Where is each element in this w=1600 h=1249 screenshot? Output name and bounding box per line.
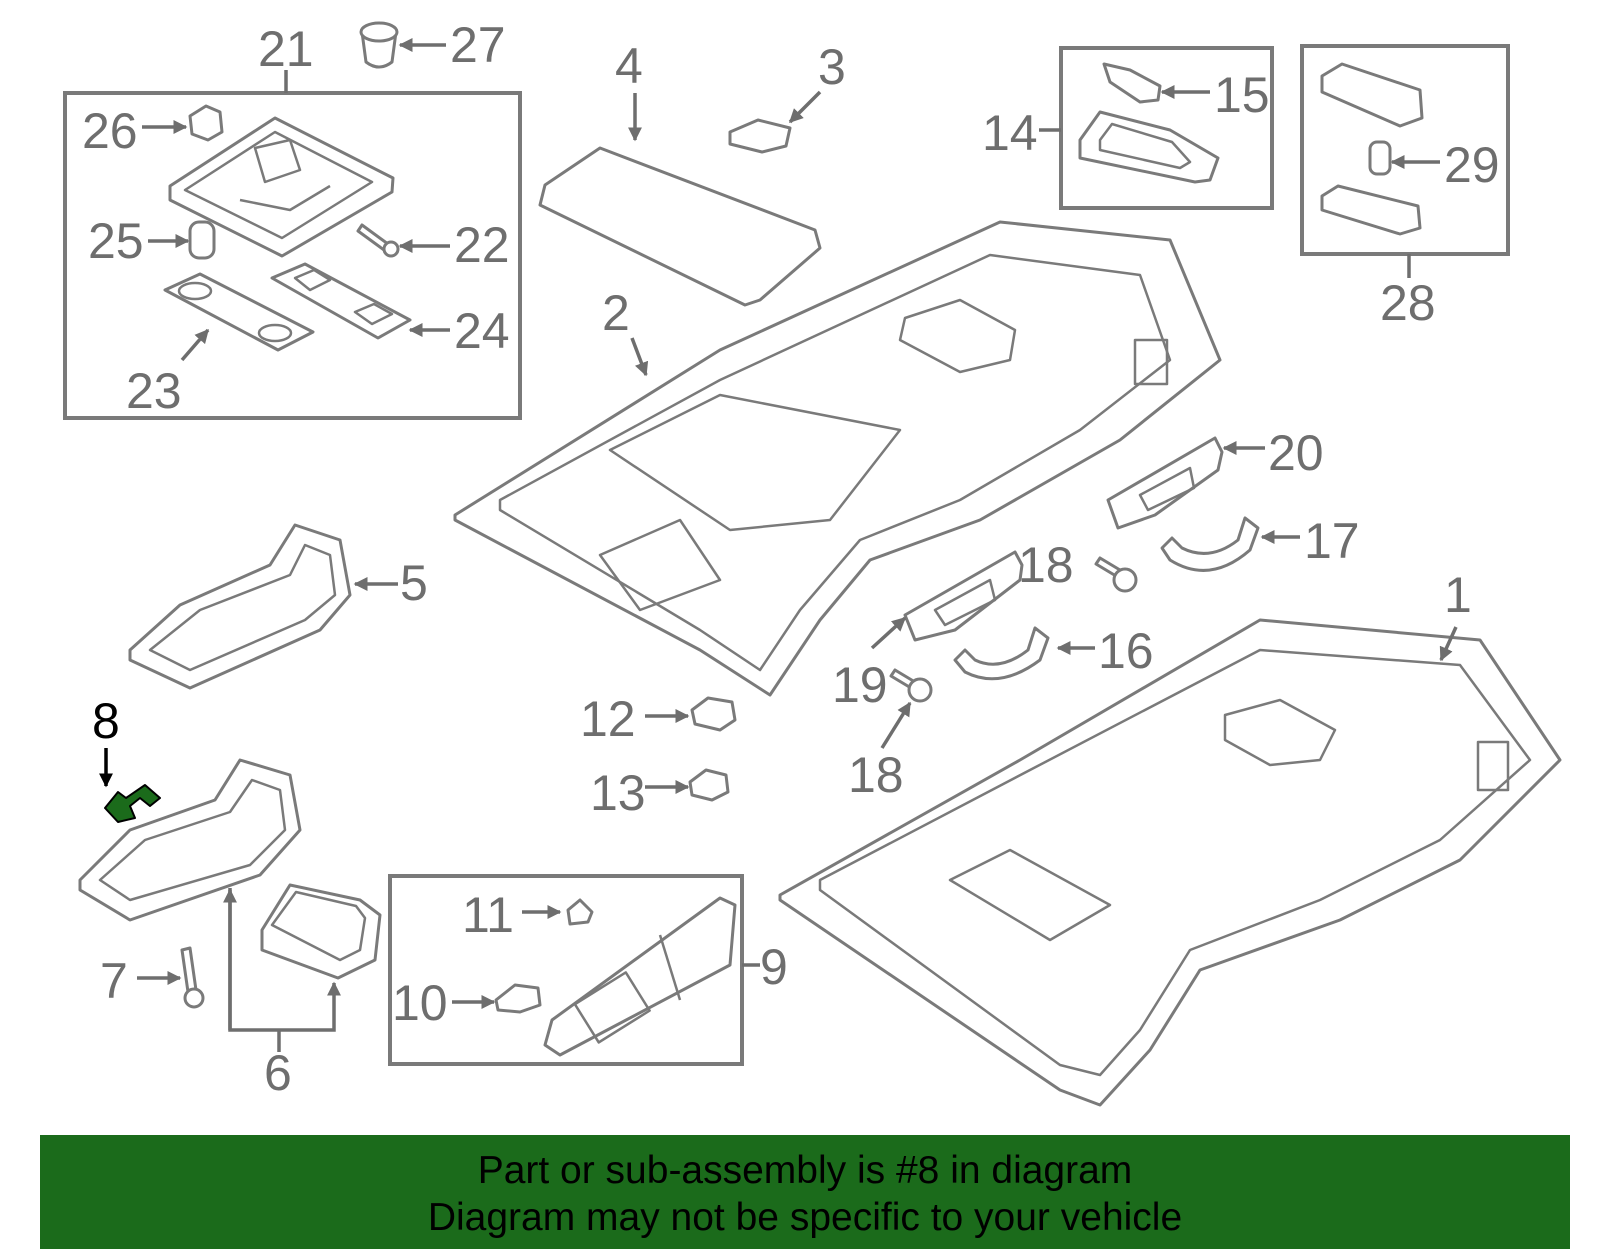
callout-9: 9: [760, 939, 788, 995]
clip-11[interactable]: [566, 898, 594, 926]
dome-lamp-housing[interactable]: [168, 116, 395, 258]
headliner-2[interactable]: [453, 220, 1222, 697]
bracket-8-highlighted[interactable]: [104, 784, 161, 823]
callout-1: 1: [1444, 567, 1472, 623]
bulb-29[interactable]: [1368, 140, 1392, 176]
callout-25: 25: [88, 213, 144, 269]
callout-12: 12: [580, 691, 636, 747]
lens-24[interactable]: [270, 262, 412, 340]
callout-21: 21: [258, 21, 314, 77]
callout-27: 27: [450, 17, 506, 73]
callout-26: 26: [82, 103, 138, 159]
callout-29: 29: [1444, 137, 1500, 193]
holder-10[interactable]: [494, 983, 542, 1014]
callout-5: 5: [400, 555, 428, 611]
callout-23: 23: [126, 363, 182, 419]
clip-27[interactable]: [359, 21, 399, 69]
lamp-28-upper[interactable]: [1320, 62, 1424, 128]
callout-15: 15: [1214, 67, 1270, 123]
map-lamp-14[interactable]: [1078, 110, 1220, 184]
callout-18-upper: 18: [1018, 537, 1074, 593]
sunshade-panel-4[interactable]: [538, 146, 822, 307]
callout-24: 24: [454, 303, 510, 359]
clip-13[interactable]: [688, 768, 730, 802]
callout-8: 8: [92, 693, 120, 749]
bolt-18-lower[interactable]: [889, 668, 933, 703]
callout-7: 7: [100, 953, 128, 1009]
callout-3: 3: [818, 39, 846, 95]
callout-10: 10: [392, 975, 448, 1031]
lamp-28-lower[interactable]: [1320, 184, 1422, 236]
callout-20: 20: [1268, 425, 1324, 481]
bracket-6: [223, 888, 341, 1052]
callout-11: 11: [462, 887, 514, 943]
screw-7[interactable]: [180, 946, 205, 1009]
bracket-19[interactable]: [903, 550, 1024, 642]
banner-line-1: Part or sub-assembly is #8 in diagram: [477, 1149, 1133, 1192]
clip-3[interactable]: [728, 118, 792, 154]
sun-visor-9[interactable]: [543, 896, 737, 1057]
callout-19: 19: [832, 657, 888, 713]
bulb-25[interactable]: [188, 220, 216, 260]
banner-line-2: Diagram may not be specific to your vehi…: [427, 1196, 1183, 1239]
callout-6: 6: [264, 1045, 292, 1101]
headliner-1[interactable]: [778, 618, 1562, 1107]
clip-12[interactable]: [690, 696, 737, 732]
console-panel-5[interactable]: [128, 523, 352, 690]
handle-17[interactable]: [1160, 516, 1260, 572]
lens-23[interactable]: [163, 272, 315, 352]
callout-16: 16: [1098, 623, 1154, 679]
callout-2: 2: [602, 285, 630, 341]
callout-18-lower: 18: [848, 747, 904, 803]
callout-28: 28: [1380, 275, 1436, 331]
callout-17: 17: [1304, 513, 1360, 569]
callout-13: 13: [590, 765, 646, 821]
bolt-18-upper[interactable]: [1094, 556, 1138, 593]
callout-22: 22: [454, 217, 510, 273]
console-panel-6-left[interactable]: [78, 758, 302, 922]
callout-14: 14: [982, 105, 1038, 161]
clip-26[interactable]: [188, 104, 224, 142]
screw-22[interactable]: [356, 223, 400, 258]
callout-4: 4: [615, 38, 643, 94]
handle-16[interactable]: [953, 626, 1050, 681]
console-block-6-right[interactable]: [260, 883, 382, 980]
highlight-banner: Part or sub-assembly is #8 in diagram Di…: [40, 1135, 1570, 1249]
bulb-15[interactable]: [1102, 62, 1162, 104]
bracket-20[interactable]: [1106, 436, 1224, 530]
